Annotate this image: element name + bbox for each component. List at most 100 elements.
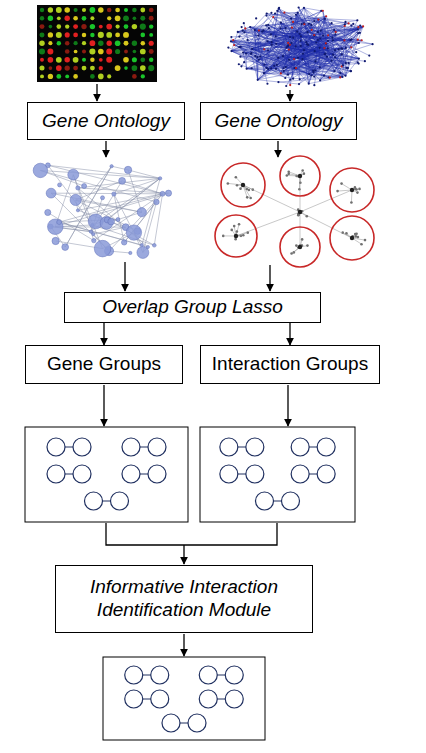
network-dot: [300, 45, 302, 47]
network-dot: [354, 186, 357, 189]
network-link: [267, 50, 304, 68]
array-spot: [106, 24, 112, 30]
network-link: [350, 39, 352, 41]
network-hub: [298, 245, 302, 249]
network-dot: [238, 63, 240, 65]
array-spot: [124, 8, 128, 12]
network-dot: [327, 34, 329, 36]
network-link: [258, 24, 345, 80]
box-text-group: Interaction Groups: [212, 353, 368, 376]
network-link: [298, 44, 326, 58]
network-dot: [308, 23, 310, 25]
gene-circle: [162, 714, 180, 732]
network-dot: [222, 235, 225, 238]
array-spot: [90, 66, 95, 71]
network-link: [313, 33, 359, 73]
array-spot: [48, 32, 53, 37]
network-dot: [336, 190, 339, 193]
array-spot: [82, 33, 87, 38]
array-spot: [39, 66, 44, 71]
network-dot: [334, 33, 336, 35]
network-dot: [266, 83, 268, 85]
network-link: [238, 32, 276, 44]
network-dot: [333, 70, 335, 72]
array-spot: [49, 66, 53, 70]
array-spot: [149, 8, 154, 13]
gene-circle: [256, 492, 274, 510]
network-dot: [314, 69, 316, 71]
network-dot: [324, 53, 326, 55]
array-spot: [90, 58, 94, 62]
ontology-term: [129, 251, 132, 254]
network-dot: [290, 17, 292, 19]
network-dot: [251, 67, 253, 69]
network-dot: [313, 20, 315, 22]
network-dot: [246, 68, 248, 70]
gene-circle: [220, 465, 238, 483]
gene-circle: [246, 438, 264, 456]
network-dot: [301, 238, 304, 241]
network-dot: [277, 81, 279, 83]
network-link: [236, 212, 300, 236]
network-dot: [334, 56, 336, 58]
network-dot: [227, 182, 230, 185]
array-spot: [82, 66, 87, 71]
network-dot: [267, 49, 269, 51]
network-dot: [234, 238, 237, 241]
network-link: [298, 48, 341, 57]
ontology-link: [122, 181, 162, 194]
array-spot: [90, 40, 96, 46]
array-spot: [74, 50, 78, 54]
network-dot: [312, 70, 314, 72]
network-dot: [263, 48, 265, 50]
network-dot: [275, 43, 277, 45]
cluster-ring: [215, 215, 257, 257]
network-dot: [332, 54, 334, 56]
network-dot: [285, 85, 287, 87]
network-dot: [361, 39, 363, 41]
array-spot: [82, 16, 87, 21]
array-spot: [48, 57, 54, 63]
network-dot: [308, 83, 310, 85]
array-spot: [48, 16, 53, 21]
network-dot: [287, 45, 289, 47]
network-link: [296, 15, 300, 34]
ontology-term: [58, 183, 62, 187]
network-dot: [295, 244, 298, 247]
gene-circle: [148, 438, 166, 456]
array-spot: [82, 41, 86, 45]
pair-box: [200, 427, 355, 522]
network-hub: [350, 236, 354, 240]
network-dot: [240, 65, 242, 67]
array-spot: [140, 8, 145, 13]
network-dot: [276, 64, 278, 66]
array-spot: [106, 32, 112, 38]
network-dot: [344, 23, 346, 25]
ontology-link: [91, 178, 160, 231]
network-dot: [270, 41, 272, 43]
ontology-term: [154, 199, 159, 204]
network-dot: [270, 12, 272, 14]
pair-box: [25, 427, 188, 522]
network-link: [238, 32, 259, 60]
array-spot: [73, 24, 78, 29]
network-dot: [350, 201, 353, 204]
network-dot: [262, 29, 264, 31]
network-link: [309, 77, 343, 84]
ontology-link: [51, 193, 162, 195]
gene-circle: [225, 666, 243, 684]
ontology-term: [82, 184, 87, 189]
network-dot: [357, 39, 359, 41]
cluster-ring: [280, 227, 320, 267]
network-dot: [250, 52, 252, 54]
array-spot: [149, 33, 153, 37]
array-spot: [123, 57, 129, 63]
network-dot: [314, 50, 316, 52]
network-dot: [299, 40, 301, 42]
network-dot: [266, 67, 268, 69]
network-dot: [325, 15, 327, 17]
ontology-term: [89, 230, 92, 233]
array-spot: [149, 16, 154, 21]
network-link: [304, 23, 332, 50]
